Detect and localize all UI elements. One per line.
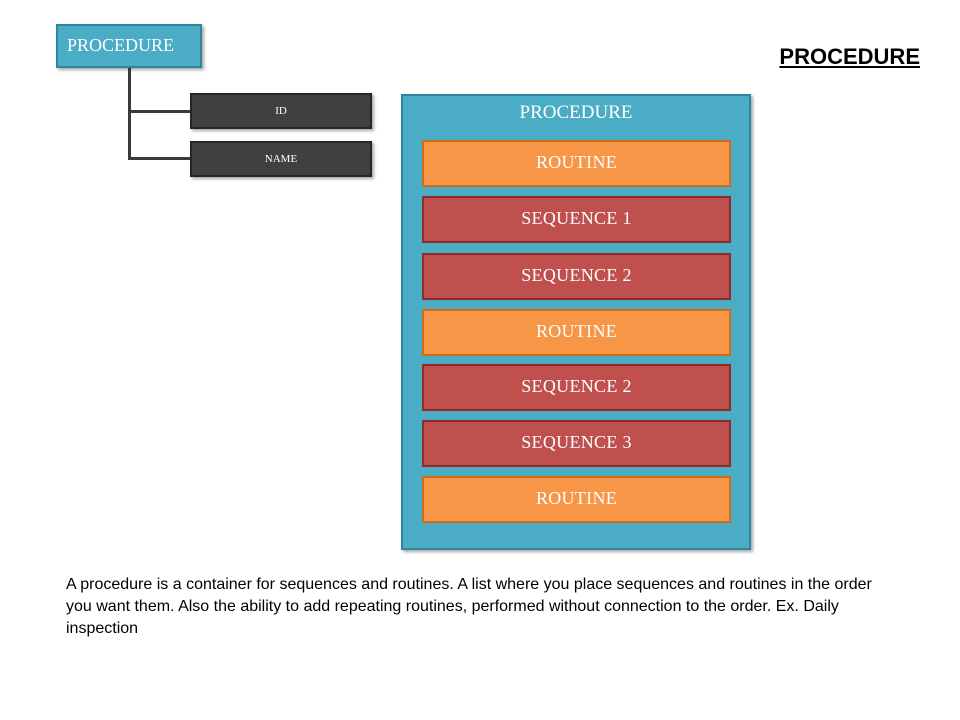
sequence-block: SEQUENCE 2	[422, 364, 731, 411]
sequence-block: SEQUENCE 1	[422, 196, 731, 243]
routine-block: ROUTINE	[422, 140, 731, 187]
tree-connector-name	[128, 157, 190, 160]
tree-connector-vertical	[128, 68, 131, 160]
page-title: PROCEDURE	[779, 44, 920, 69]
routine-block: ROUTINE	[422, 476, 731, 523]
tree-root-procedure: PROCEDURE	[56, 24, 202, 68]
tree-connector-id	[128, 110, 190, 113]
sequence-block: SEQUENCE 2	[422, 253, 731, 300]
routine-block: ROUTINE	[422, 309, 731, 356]
procedure-container: PROCEDURE ROUTINE SEQUENCE 1 SEQUENCE 2 …	[401, 94, 751, 550]
tree-field-name: NAME	[190, 141, 372, 177]
description-text: A procedure is a container for sequences…	[66, 576, 872, 637]
sequence-block: SEQUENCE 3	[422, 420, 731, 467]
tree-field-id: ID	[190, 93, 372, 129]
procedure-container-title: PROCEDURE	[519, 102, 633, 123]
